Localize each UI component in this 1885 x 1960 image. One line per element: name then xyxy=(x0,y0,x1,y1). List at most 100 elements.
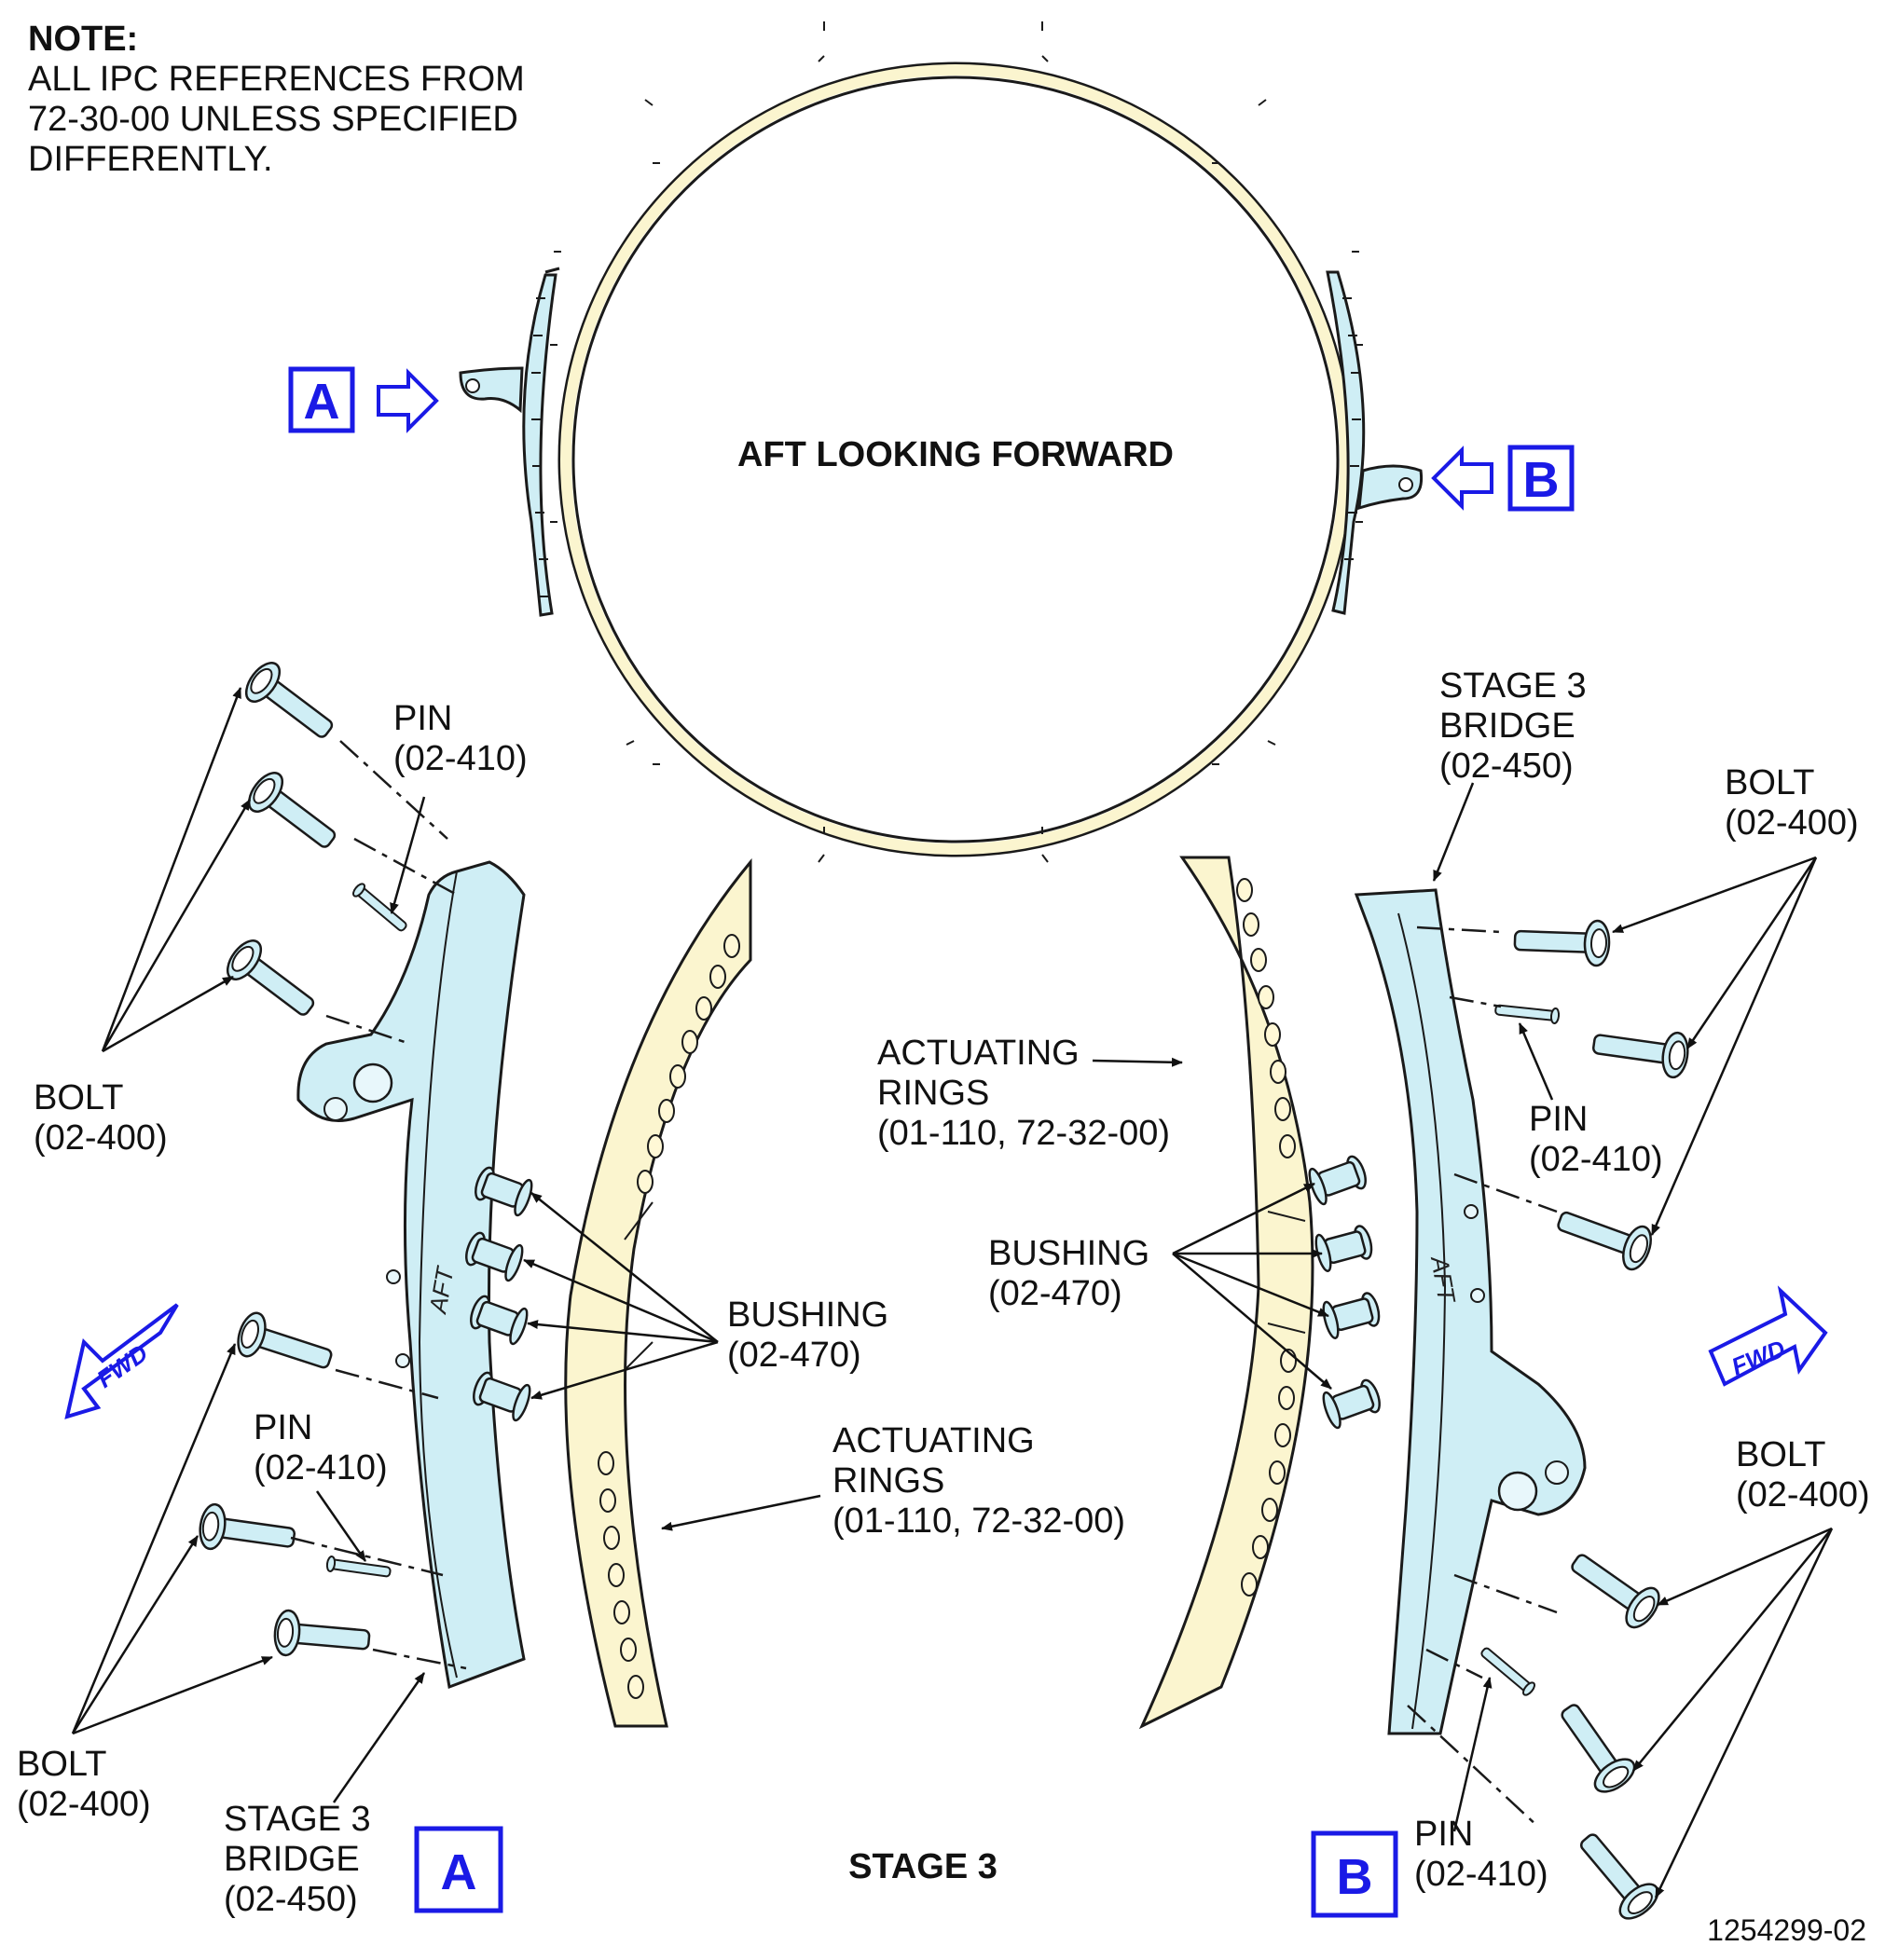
svg-text:(02-410): (02-410) xyxy=(1414,1855,1548,1894)
view-title: AFT LOOKING FORWARD xyxy=(737,435,1174,474)
callout-b-bottom-letter: B xyxy=(1337,1849,1373,1905)
view-a-bridge-hole-4 xyxy=(395,1353,410,1368)
leader-a-pin-1 xyxy=(390,796,426,914)
label-a-pin-top: PIN (02-410) xyxy=(393,699,528,778)
svg-text:ACTUATING: ACTUATING xyxy=(832,1421,1035,1460)
fwd-arrow-right: FWD xyxy=(1708,1285,1828,1387)
note-block: NOTE: ALL IPC REFERENCES FROM 72-30-00 U… xyxy=(28,20,525,179)
svg-text:(02-410): (02-410) xyxy=(1529,1140,1663,1179)
leader-b-bushing-1 xyxy=(1172,1182,1315,1255)
label-b-bolt-top: BOLT (02-400) xyxy=(1725,763,1859,843)
top-bridge-left-detail xyxy=(531,297,548,597)
view-b-bridge-hole-2 xyxy=(1545,1460,1569,1485)
leader-a-bushing-1 xyxy=(530,1192,719,1343)
callout-a-bottom[interactable]: A xyxy=(414,1826,503,1913)
callout-a-top-box[interactable] xyxy=(288,366,355,433)
view-b-bridge-edge xyxy=(1397,912,1447,1730)
view-a-bolt-2 xyxy=(241,765,346,861)
top-left-lug-hole xyxy=(465,378,480,393)
svg-text:PIN: PIN xyxy=(1529,1100,1588,1139)
svg-text:STAGE 3: STAGE 3 xyxy=(1439,666,1587,706)
leader-a-bushing-4 xyxy=(530,1340,719,1400)
svg-text:(02-410): (02-410) xyxy=(393,739,528,778)
svg-text:BRIDGE: BRIDGE xyxy=(1439,706,1575,746)
leader-b-bolt-6 xyxy=(1654,1528,1834,1898)
callout-b-bottom-box[interactable] xyxy=(1311,1830,1398,1918)
svg-text:BUSHING: BUSHING xyxy=(988,1234,1149,1273)
label-b-pin-bottom: PIN (02-410) xyxy=(1414,1815,1548,1894)
leader-a-bolt-1 xyxy=(101,687,242,1052)
leader-a-bolt-3 xyxy=(102,975,234,1053)
top-bridge-left-lug xyxy=(459,366,524,414)
leader-b-bolt-5 xyxy=(1632,1528,1833,1772)
top-right-lug-hole xyxy=(1398,477,1413,492)
svg-text:(02-400): (02-400) xyxy=(1736,1475,1870,1515)
svg-text:BOLT: BOLT xyxy=(34,1078,123,1117)
leader-a-bolt-4 xyxy=(71,1343,237,1734)
leader-b-bushing-3 xyxy=(1172,1252,1329,1318)
leader-b-bolt-4 xyxy=(1657,1527,1833,1607)
label-b-actuating-rings: ACTUATING RINGS (01-110, 72-32-00) xyxy=(877,1034,1170,1153)
view-a-bolt-4 xyxy=(231,1308,338,1383)
svg-text:(02-470): (02-470) xyxy=(988,1274,1122,1313)
leader-b-bridge xyxy=(1432,782,1475,882)
leader-b-bushing-4 xyxy=(1172,1253,1332,1390)
top-ring-view: AFT LOOKING FORWARD xyxy=(459,21,1424,863)
callout-a-top[interactable]: A xyxy=(288,366,439,433)
view-b-ring-gap xyxy=(1267,1211,1306,1334)
top-bridge-right-detail xyxy=(1342,297,1361,560)
top-bridge-left xyxy=(522,267,560,617)
view-a-bridge-hole-3 xyxy=(386,1269,401,1284)
label-b-bridge: STAGE 3 BRIDGE (02-450) xyxy=(1439,666,1587,786)
svg-text:BOLT: BOLT xyxy=(1736,1435,1825,1474)
leader-b-pin-2 xyxy=(1452,1677,1493,1832)
view-b-bushing-3 xyxy=(1319,1288,1384,1341)
view-a-bridge-hole-2 xyxy=(323,1097,348,1121)
svg-text:(01-110, 72-32-00): (01-110, 72-32-00) xyxy=(832,1501,1125,1541)
view-a-bolt-3 xyxy=(219,933,324,1029)
callout-b-top-letter: B xyxy=(1523,452,1560,508)
view-arrow-a xyxy=(377,368,439,433)
callout-b-top[interactable]: B xyxy=(1431,445,1575,512)
svg-text:BUSHING: BUSHING xyxy=(727,1295,888,1335)
svg-text:(02-450): (02-450) xyxy=(224,1880,358,1919)
callout-a-bottom-box[interactable] xyxy=(414,1826,503,1913)
view-b-centerlines xyxy=(1407,925,1558,1828)
view-a-pin-1 xyxy=(350,881,411,936)
label-b-bolt-bottom: BOLT (02-400) xyxy=(1736,1435,1870,1515)
view-a-ring-gap xyxy=(624,1201,654,1371)
inner-ring-edge xyxy=(571,75,1340,843)
svg-text:BOLT: BOLT xyxy=(17,1745,106,1784)
view-a-bolt-1 xyxy=(238,655,343,751)
fwd-arrow-left-shape xyxy=(64,1303,179,1419)
svg-text:(02-400): (02-400) xyxy=(34,1118,168,1158)
svg-text:(02-400): (02-400) xyxy=(1725,803,1859,843)
stage-title: STAGE 3 xyxy=(848,1847,998,1886)
svg-text:(02-470): (02-470) xyxy=(727,1336,861,1375)
leader-a-bridge xyxy=(332,1672,426,1803)
leader-b-bolt-1 xyxy=(1612,856,1817,934)
view-b: AFT FWD xyxy=(877,666,1870,1926)
view-a-bolt-6 xyxy=(271,1608,373,1664)
leader-a-bushing-2 xyxy=(523,1258,719,1344)
view-b-bolt-3 xyxy=(1550,1198,1658,1275)
view-b-bushing-4 xyxy=(1318,1375,1385,1432)
callout-b-top-box[interactable] xyxy=(1507,445,1575,512)
svg-text:(02-400): (02-400) xyxy=(17,1785,151,1824)
callout-b-bottom[interactable]: B xyxy=(1311,1830,1398,1918)
label-a-bolt-top: BOLT (02-400) xyxy=(34,1078,168,1158)
svg-text:BRIDGE: BRIDGE xyxy=(224,1840,360,1879)
view-b-bridge-hole-1 xyxy=(1497,1471,1538,1512)
svg-text:PIN: PIN xyxy=(393,699,452,738)
svg-text:BOLT: BOLT xyxy=(1725,763,1814,802)
note-title: NOTE: xyxy=(28,20,138,59)
svg-text:PIN: PIN xyxy=(1414,1815,1473,1854)
label-a-actuating-rings: ACTUATING RINGS (01-110, 72-32-00) xyxy=(832,1421,1125,1541)
view-arrow-b xyxy=(1431,445,1493,511)
leader-b-bolt-3 xyxy=(1650,857,1818,1236)
ring-band xyxy=(560,64,1351,855)
label-b-bushing: BUSHING (02-470) xyxy=(988,1234,1149,1313)
leader-a-bolt-5 xyxy=(71,1535,200,1734)
callout-a-bottom-letter: A xyxy=(441,1844,477,1900)
